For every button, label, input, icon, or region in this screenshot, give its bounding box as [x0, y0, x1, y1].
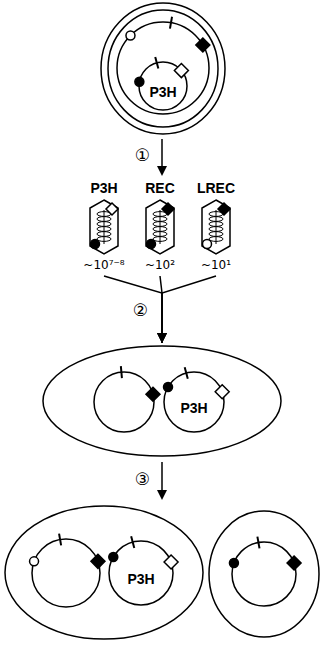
site-tick: [185, 367, 188, 379]
dna-coil: [209, 227, 223, 232]
phage-name: REC: [145, 180, 175, 196]
dna-coil: [209, 222, 223, 227]
site-tick: [155, 57, 158, 69]
dna-coil: [153, 232, 167, 237]
cell-wall: [43, 346, 281, 456]
dna-coil: [97, 217, 111, 222]
gene-marker-circle: [91, 240, 100, 249]
step-number: ②: [133, 300, 148, 320]
dna-coil: [153, 217, 167, 222]
phage-particle: LREC ~10¹: [195, 180, 237, 273]
cell-outline: [100, 2, 226, 135]
dna-coil: [97, 237, 111, 242]
phage-count: ~10¹: [201, 258, 231, 273]
gene-marker-circle: [30, 557, 39, 566]
gene-marker-diamond: [196, 38, 210, 52]
dna-coil: [209, 232, 223, 237]
dna-coil: [153, 227, 167, 232]
plasmid-name: P3H: [127, 571, 154, 587]
phage-head: [198, 198, 234, 256]
site-tick: [59, 534, 61, 546]
dna-coil: [97, 227, 111, 232]
plasmid: P3H: [101, 533, 181, 613]
dna-coil: [97, 222, 111, 227]
gene-marker-diamond: [174, 64, 188, 78]
gene-marker-diamond: [164, 555, 178, 569]
step-arrow-head: [157, 490, 167, 500]
site-tick: [131, 536, 134, 548]
gene-marker-circle: [126, 31, 135, 40]
gene-marker-circle: [203, 240, 212, 249]
phage-particle: REC ~10²: [140, 180, 180, 273]
plasmid: P3H: [131, 54, 195, 118]
merge-arrow: [162, 276, 216, 343]
gene-marker-circle: [229, 559, 238, 568]
dna-circle: [117, 22, 209, 114]
dna-circle: [164, 372, 224, 432]
dna-coil: [209, 237, 223, 242]
merge-arrow: [104, 276, 162, 343]
capsid: [90, 200, 118, 254]
gene-marker-diamond: [146, 387, 160, 401]
gene-marker-diamond: [218, 203, 230, 215]
plasmid-name: P3H: [149, 84, 176, 100]
gene-marker-circle: [109, 553, 118, 562]
plasmid: P3H: [156, 364, 232, 440]
phage-head: [142, 198, 178, 256]
bacterial-cell: P3H: [4, 505, 204, 640]
dna-coil: [97, 232, 111, 237]
capsid: [146, 200, 174, 254]
step-arrow-head: [157, 166, 167, 176]
phage-name: LREC: [197, 180, 235, 196]
gene-marker-diamond: [162, 203, 174, 215]
gene-marker-circle: [135, 77, 144, 86]
dna-circle: [109, 541, 173, 605]
gene-marker-circle: [147, 240, 156, 249]
phage-count: ~10⁷⁻⁸: [83, 258, 124, 273]
step-number: ①: [135, 145, 150, 165]
dna-coil: [153, 237, 167, 242]
phage-particle: P3H ~10⁷⁻⁸: [81, 180, 126, 273]
site-tick: [257, 537, 259, 549]
cell-outline: [42, 345, 282, 457]
bacterial-cell: P3H: [42, 345, 282, 457]
bacterial-cell: P3H: [100, 2, 226, 135]
step-arrow-shaft: [161, 462, 163, 493]
gene-marker-diamond: [91, 554, 105, 568]
dna-circle: [232, 542, 296, 606]
dna-circle: [32, 539, 100, 607]
dna-coil: [153, 222, 167, 227]
cell-outline: [4, 505, 204, 640]
cell-wall: [209, 511, 319, 637]
plasmid-name: P3H: [180, 400, 207, 416]
dna-circle: [94, 372, 154, 432]
step-number: ③: [135, 469, 150, 489]
phage-count: ~10²: [145, 258, 175, 273]
cell-wall: [101, 3, 225, 134]
capsid: [202, 200, 230, 254]
gene-marker-diamond: [215, 385, 229, 399]
cell-wall: [5, 506, 203, 639]
gene-marker-diamond: [287, 556, 301, 570]
bacterial-cell: [208, 510, 320, 638]
cell-membrane: [108, 10, 218, 127]
site-tick: [121, 366, 122, 378]
phage-head: [86, 198, 122, 256]
cell-outline: [208, 510, 320, 638]
phage-name: P3H: [90, 180, 117, 196]
gene-marker-circle: [164, 383, 173, 392]
gene-marker-diamond: [106, 203, 118, 215]
site-tick: [170, 17, 172, 29]
step-arrow-shaft: [161, 139, 163, 169]
dna-coil: [209, 217, 223, 222]
